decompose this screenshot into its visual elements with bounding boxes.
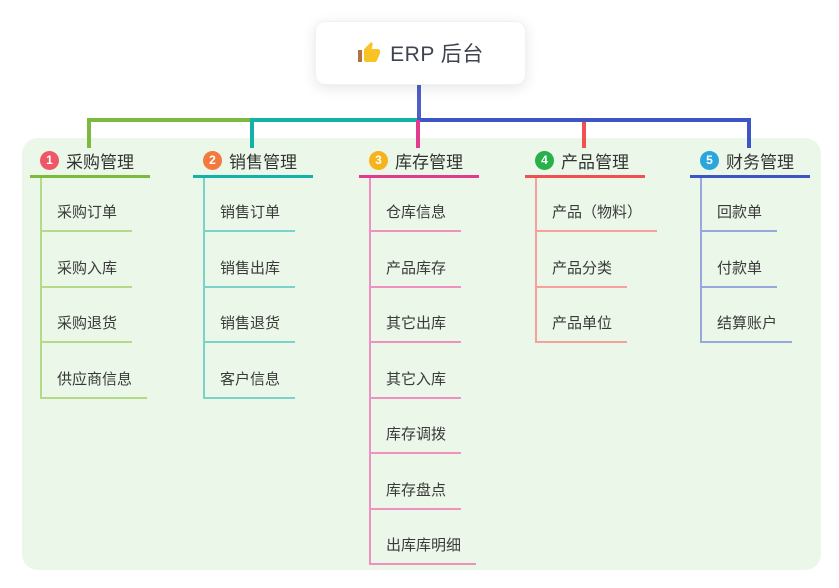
child-node[interactable]: 客户信息 (203, 372, 296, 399)
branch-label: 采购管理 (66, 152, 134, 172)
branch-children-line-4 (535, 178, 537, 343)
branch-children-line-5 (700, 178, 702, 343)
child-node[interactable]: 其它出库 (369, 316, 462, 343)
branch-title-5[interactable]: 5 财务管理 (700, 149, 794, 172)
connector-branch-drop-5 (747, 118, 751, 148)
child-node[interactable]: 回款单 (700, 205, 778, 232)
branch-underline-4 (525, 175, 645, 178)
child-node[interactable]: 销售订单 (203, 205, 296, 232)
root-node[interactable]: ERP 后台 (315, 21, 526, 85)
branch-number-badge: 3 (369, 150, 388, 170)
connector-branch-drop-1 (87, 118, 91, 148)
child-node[interactable]: 产品库存 (369, 261, 462, 288)
child-node[interactable]: 仓库信息 (369, 205, 462, 232)
child-node[interactable]: 供应商信息 (40, 372, 148, 399)
branch-children-line-2 (203, 178, 205, 399)
branch-number-badge: 2 (203, 150, 222, 170)
branch-number-badge: 1 (40, 150, 59, 170)
branch-title-4[interactable]: 4 产品管理 (535, 149, 629, 172)
child-node[interactable]: 采购退货 (40, 316, 133, 343)
root-label: ERP 后台 (390, 43, 484, 66)
child-node[interactable]: 产品分类 (535, 261, 628, 288)
child-node[interactable]: 其它入库 (369, 372, 462, 399)
branch-number-badge: 5 (700, 150, 719, 170)
branch-underline-1 (30, 175, 150, 178)
branch-label: 财务管理 (726, 152, 794, 172)
child-node[interactable]: 付款单 (700, 261, 778, 288)
branch-label: 库存管理 (395, 152, 463, 172)
branches-background-panel (22, 138, 821, 570)
child-node[interactable]: 产品单位 (535, 316, 628, 343)
thumbs-up-icon (357, 41, 381, 65)
child-node[interactable]: 产品（物料） (535, 205, 658, 232)
child-node[interactable]: 库存盘点 (369, 483, 462, 510)
connector-branch-drop-4 (582, 122, 586, 148)
connector-horizontal-right-blue (417, 118, 751, 122)
connector-branch-drop-3 (416, 120, 420, 148)
connector-horizontal-left-green (87, 118, 252, 122)
connector-root-vertical (417, 82, 421, 122)
branch-underline-5 (690, 175, 810, 178)
branch-label: 销售管理 (229, 152, 297, 172)
branch-underline-3 (359, 175, 479, 178)
branch-title-3[interactable]: 3 库存管理 (369, 149, 463, 172)
child-node[interactable]: 采购入库 (40, 261, 133, 288)
branch-number-badge: 4 (535, 150, 554, 170)
child-node[interactable]: 销售出库 (203, 261, 296, 288)
branch-label: 产品管理 (561, 152, 629, 172)
connector-branch-drop-2 (250, 122, 254, 148)
child-node[interactable]: 库存调拨 (369, 427, 462, 454)
child-node[interactable]: 结算账户 (700, 316, 793, 343)
child-node[interactable]: 出库库明细 (369, 538, 477, 565)
connector-horizontal-mid-teal (250, 118, 421, 122)
child-node[interactable]: 销售退货 (203, 316, 296, 343)
branch-children-line-3 (369, 178, 371, 565)
branch-title-2[interactable]: 2 销售管理 (203, 149, 297, 172)
branch-underline-2 (193, 175, 313, 178)
branch-title-1[interactable]: 1 采购管理 (40, 149, 134, 172)
branch-children-line-1 (40, 178, 42, 399)
child-node[interactable]: 采购订单 (40, 205, 133, 232)
